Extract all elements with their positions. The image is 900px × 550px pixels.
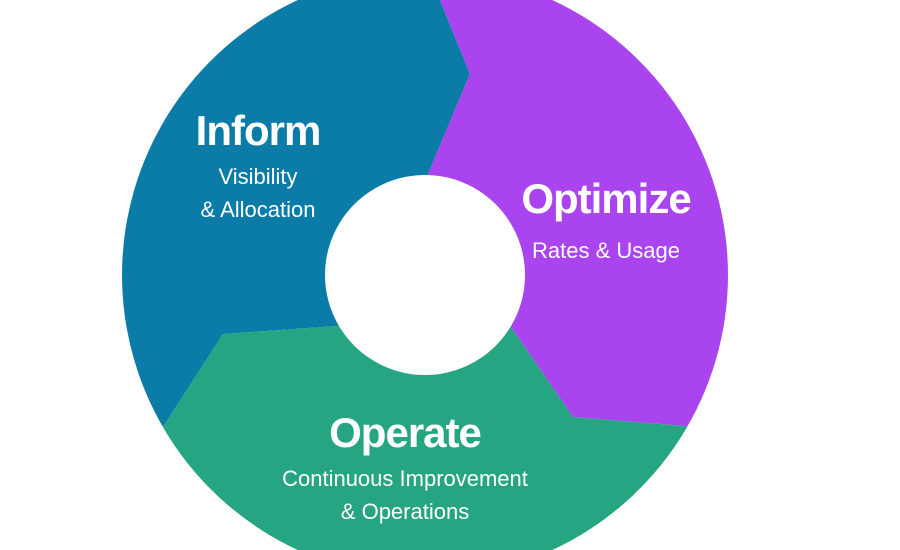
optimize-title: Optimize [521, 175, 691, 222]
operate-subtitle-1: Continuous Improvement [282, 466, 528, 491]
segment-operate [122, 275, 728, 550]
center-hole [325, 175, 525, 375]
operate-title: Operate [329, 409, 482, 456]
segment-inform [122, 0, 470, 470]
operate-label: Operate Continuous Improvement & Operati… [282, 410, 528, 528]
optimize-label: Optimize Rates & Usage [521, 175, 691, 267]
inform-subtitle-1: Visibility [218, 164, 298, 189]
inform-subtitle-2: & Allocation [200, 197, 316, 222]
optimize-subtitle: Rates & Usage [532, 238, 680, 263]
operate-subtitle-2: & Operations [340, 499, 470, 524]
inform-label: Inform Visibility & Allocation [195, 107, 322, 226]
inform-title: Inform [195, 107, 322, 154]
